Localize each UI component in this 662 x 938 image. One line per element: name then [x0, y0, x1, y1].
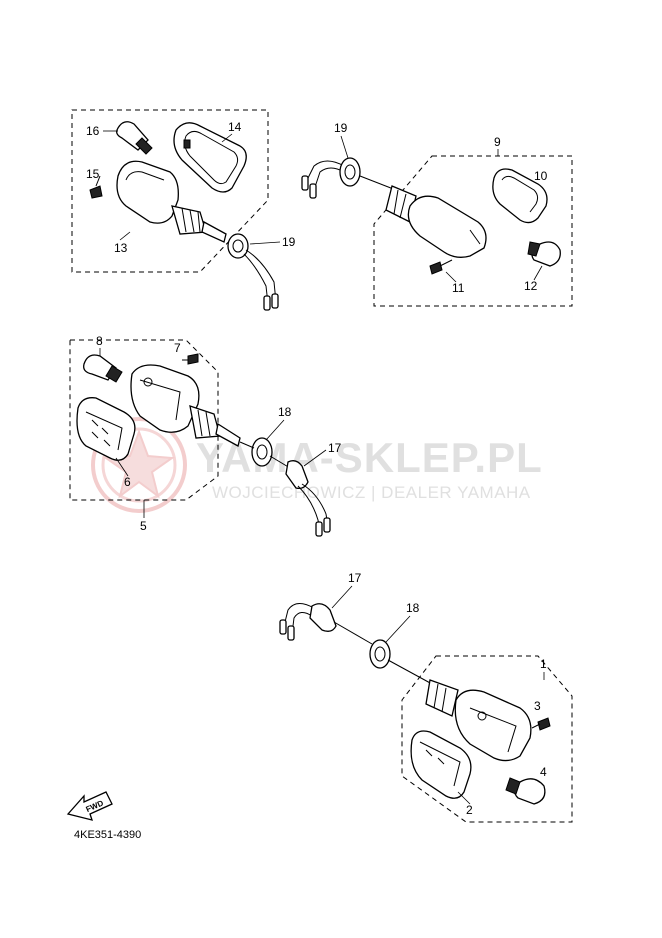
housing-9 [385, 185, 487, 258]
grommet-18b [369, 639, 391, 669]
fwd-arrow: FWD [66, 791, 113, 821]
callout-11: 11 [452, 281, 465, 295]
grommet-17b [309, 603, 337, 632]
yamaha-logo-watermark [91, 417, 187, 513]
part-code: 4KE351-4390 [74, 829, 141, 841]
bulb-4 [505, 777, 546, 805]
housing-13 [116, 160, 227, 243]
assembly-13: 16 14 15 13 19 [71, 109, 296, 311]
callout-8: 8 [96, 334, 103, 348]
callout-13: 13 [114, 241, 128, 255]
callout-16: 16 [86, 124, 100, 138]
lens-6 [76, 397, 136, 461]
wires-1 [279, 603, 315, 641]
grommet-17a [285, 460, 309, 490]
callout-6: 6 [124, 475, 131, 489]
callout-18-middle: 18 [278, 405, 292, 419]
callout-19-top-left: 19 [282, 235, 296, 249]
callout-18-bottom: 18 [406, 601, 420, 615]
watermark-brand: YAMA-SKLEP.PL [196, 434, 543, 481]
watermark-dealer: WOJCIECHOWICZ | DEALER YAMAHA [212, 483, 531, 502]
screw-15 [89, 175, 103, 199]
grommet-19b [339, 157, 361, 187]
callout-12: 12 [524, 279, 538, 293]
callout-9: 9 [494, 135, 501, 149]
housing-1 [425, 679, 532, 762]
callout-7: 7 [174, 341, 181, 355]
wires-13 [243, 249, 279, 311]
assembly-9: 19 9 10 11 12 [301, 121, 573, 307]
lens-2 [410, 730, 472, 799]
callout-17-bottom: 17 [348, 571, 362, 585]
bulb-12 [527, 241, 561, 267]
housing-5 [130, 364, 241, 447]
assembly-1: 17 18 1 3 4 2 [279, 571, 573, 823]
wires-9 [301, 160, 345, 199]
bulb-16 [116, 121, 153, 155]
callout-10: 10 [534, 169, 548, 183]
lens-14 [173, 122, 247, 193]
callout-17-middle: 17 [328, 441, 342, 455]
assembly-5: 8 7 6 5 18 17 [69, 334, 342, 537]
screw-11 [429, 259, 453, 275]
callout-14: 14 [228, 120, 242, 134]
callout-2: 2 [466, 803, 473, 817]
callout-15: 15 [86, 167, 100, 181]
callout-19-top-right: 19 [334, 121, 348, 135]
callout-1: 1 [540, 657, 547, 671]
grommet-18a [251, 437, 273, 467]
watermark: YAMA-SKLEP.PL WOJCIECHOWICZ | DEALER YAM… [91, 417, 543, 513]
callout-4: 4 [540, 765, 547, 779]
callout-3: 3 [534, 699, 541, 713]
callout-5: 5 [140, 519, 147, 533]
bulb-8 [83, 354, 123, 383]
wires-5 [297, 483, 331, 537]
lens-10 [492, 168, 548, 224]
grommet-19a [227, 233, 249, 259]
screw-7 [182, 353, 199, 365]
screw-3 [531, 717, 551, 731]
